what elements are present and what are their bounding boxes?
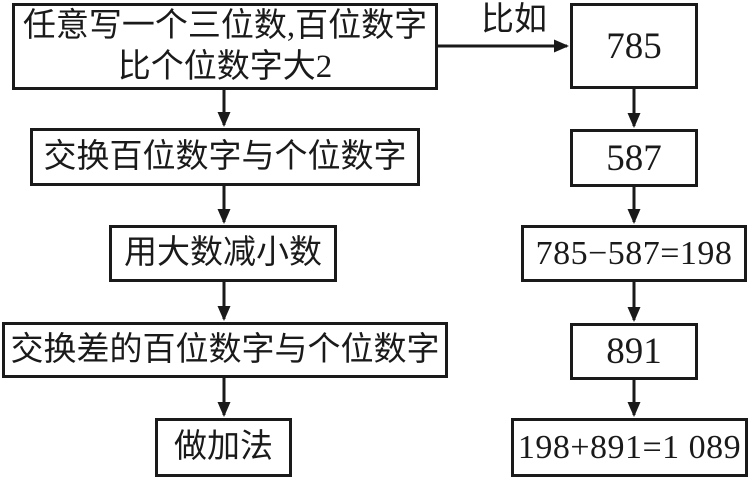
example-box-addition: 198+891=1 089 (511, 418, 748, 477)
step-box-subtract: 用大数减小数 (109, 225, 337, 282)
example-value: 891 (606, 331, 662, 372)
step-label: 交换差的百位数字与个位数字 (10, 331, 440, 368)
step-box-swap-digits: 交换百位数字与个位数字 (30, 128, 420, 186)
example-value: 785 (606, 25, 662, 67)
example-box-587: 587 (570, 129, 698, 187)
step-label: 交换百位数字与个位数字 (43, 138, 407, 175)
step-box-write-three-digit-number: 任意写一个三位数,百位数字 比个位数字大2 (12, 3, 438, 90)
step-label: 任意写一个三位数,百位数字 比个位数字大2 (22, 8, 428, 85)
example-value: 198+891=1 089 (517, 428, 742, 466)
example-box-785: 785 (570, 3, 698, 89)
example-value: 587 (606, 137, 662, 179)
step-label: 用大数减小数 (124, 235, 322, 272)
example-arrow-label: 比如 (481, 2, 547, 38)
step-box-swap-difference-digits: 交换差的百位数字与个位数字 (2, 322, 448, 378)
example-box-subtraction: 785−587=198 (521, 225, 747, 282)
example-value: 785−587=198 (535, 234, 733, 272)
step-box-add: 做加法 (155, 418, 292, 477)
step-label: 做加法 (174, 429, 273, 466)
example-box-891: 891 (570, 323, 698, 380)
